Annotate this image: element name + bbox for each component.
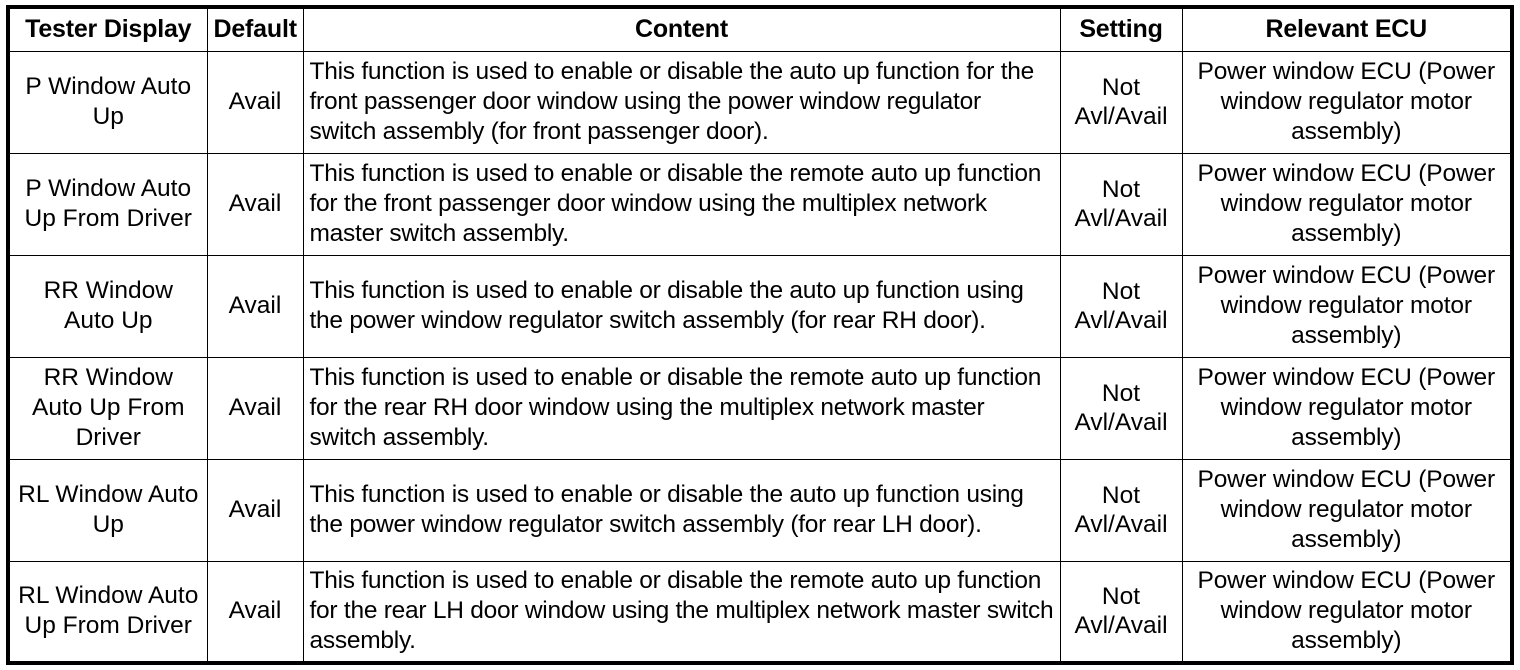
cell-relevant-ecu: Power window ECU (Power window regulator… [1181, 356, 1513, 460]
cell-setting: Not Avl/Avail [1059, 356, 1183, 460]
setting-line-1: Not [1101, 73, 1141, 101]
table-row: RR Window Auto Up From Driver Avail This… [7, 356, 1513, 460]
cell-default: Avail [206, 254, 304, 358]
cell-default: Avail [206, 356, 304, 460]
cell-relevant-ecu: Power window ECU (Power window regulator… [1181, 560, 1513, 664]
cell-default: Avail [206, 152, 304, 256]
setting-line-2: Avl/Avail [1074, 511, 1168, 538]
cell-content: This function is used to enable or disab… [302, 356, 1061, 460]
setting-line-1: Not [1101, 582, 1141, 610]
table-header: Tester Display Default Content Setting R… [7, 6, 1513, 52]
setting-line-2: Avl/Avail [1074, 205, 1168, 232]
setting-line-1: Not [1101, 175, 1141, 203]
cell-default: Avail [206, 50, 304, 154]
cell-default: Avail [206, 560, 304, 664]
cell-setting: Not Avl/Avail [1059, 50, 1183, 154]
cell-content: This function is used to enable or disab… [302, 560, 1061, 664]
column-header-tester-display: Tester Display [7, 6, 208, 52]
column-header-setting: Setting [1059, 6, 1183, 52]
column-header-content: Content [302, 6, 1061, 52]
cell-setting: Not Avl/Avail [1059, 458, 1183, 562]
cell-tester-display: RR Window Auto Up From Driver [7, 356, 208, 460]
table-row: RL Window Auto Up Avail This function is… [7, 458, 1513, 562]
table-row: P Window Auto Up Avail This function is … [7, 50, 1513, 154]
setting-line-2: Avl/Avail [1074, 612, 1168, 640]
cell-default: Avail [206, 458, 304, 562]
cell-relevant-ecu: Power window ECU (Power window regulator… [1181, 254, 1513, 358]
table-row: RL Window Auto Up From Driver Avail This… [7, 560, 1513, 664]
cell-content: This function is used to enable or disab… [302, 458, 1061, 562]
setting-line-1: Not [1101, 481, 1141, 509]
cell-setting: Not Avl/Avail [1059, 152, 1183, 256]
cell-tester-display: RR Window Auto Up [7, 254, 208, 358]
table-row: P Window Auto Up From Driver Avail This … [7, 152, 1513, 256]
cell-tester-display: RL Window Auto Up From Driver [7, 560, 208, 664]
cell-content: This function is used to enable or disab… [302, 50, 1061, 154]
customize-parameters-table: Tester Display Default Content Setting R… [6, 5, 1514, 665]
setting-line-2: Avl/Avail [1074, 307, 1168, 334]
cell-content: This function is used to enable or disab… [302, 254, 1061, 358]
setting-line-1: Not [1101, 379, 1141, 407]
cell-relevant-ecu: Power window ECU (Power window regulator… [1181, 50, 1513, 154]
cell-content: This function is used to enable or disab… [302, 152, 1061, 256]
cell-tester-display: RL Window Auto Up [7, 458, 208, 562]
cell-setting: Not Avl/Avail [1059, 254, 1183, 358]
column-header-default: Default [206, 6, 304, 52]
column-header-relevant-ecu: Relevant ECU [1181, 6, 1513, 52]
table-header-row: Tester Display Default Content Setting R… [7, 6, 1513, 52]
table-row: RR Window Auto Up Avail This function is… [7, 254, 1513, 358]
table-body: P Window Auto Up Avail This function is … [7, 50, 1513, 664]
setting-line-2: Avl/Avail [1074, 409, 1168, 436]
cell-relevant-ecu: Power window ECU (Power window regulator… [1181, 458, 1513, 562]
setting-line-1: Not [1101, 277, 1141, 305]
cell-relevant-ecu: Power window ECU (Power window regulator… [1181, 152, 1513, 256]
cell-setting: Not Avl/Avail [1059, 560, 1183, 664]
setting-line-2: Avl/Avail [1074, 103, 1168, 130]
cell-tester-display: P Window Auto Up [7, 50, 208, 154]
cell-tester-display: P Window Auto Up From Driver [7, 152, 208, 256]
